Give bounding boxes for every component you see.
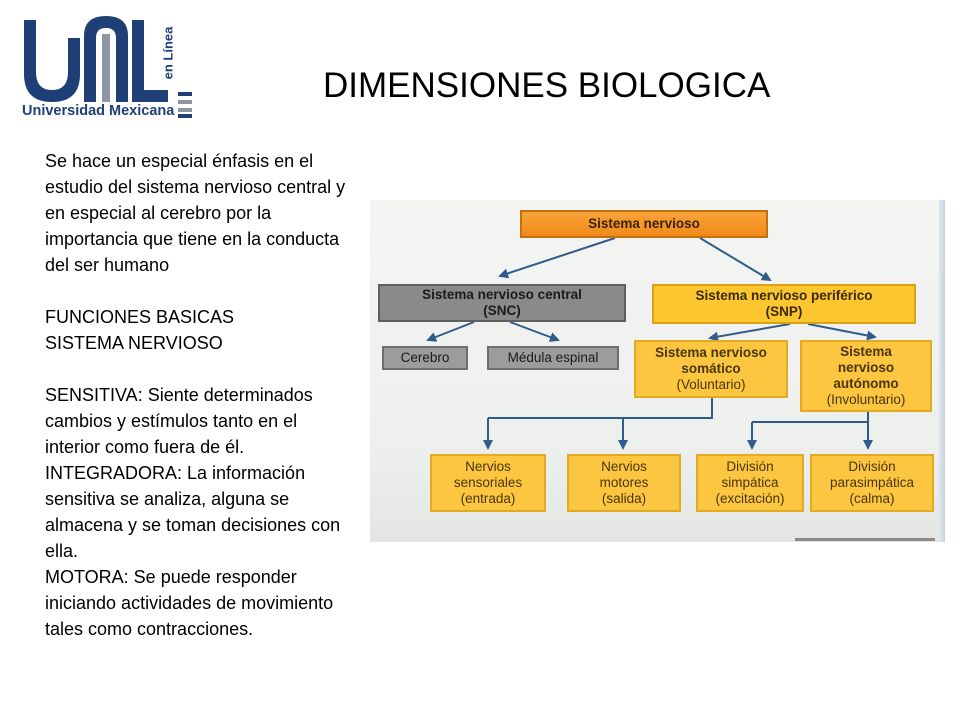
logo-bar-icon (178, 100, 192, 104)
node-simpatica-line3: (excitación) (715, 491, 785, 506)
node-snc-line2: (SNC) (483, 303, 521, 318)
node-snc-line1: Sistema nervioso central (422, 287, 582, 302)
node-motores-line2: motores (599, 475, 649, 490)
node-motores-line1: Nervios (601, 459, 647, 474)
node-parasimpatica-line3: (calma) (849, 491, 895, 506)
node-somatico: Sistema nervioso somático (Voluntario) (634, 340, 788, 398)
diagram-bottom-bar (795, 538, 935, 541)
nervous-system-diagram: Sistema nervioso Sistema nervioso centra… (370, 200, 945, 542)
node-snp: Sistema nervioso periférico (SNP) (652, 284, 916, 324)
node-snp-line1: Sistema nervioso periférico (695, 288, 873, 303)
node-sensoriales-line3: (entrada) (460, 491, 516, 506)
arrow-root-snc (498, 237, 616, 279)
node-autonomo: Sistema nervioso autónomo (Involuntario) (800, 340, 932, 412)
node-somatico-line3: (Voluntario) (676, 377, 746, 392)
body-text: Se hace un especial énfasis en el estudi… (45, 148, 347, 642)
diagram-edge-shadow (939, 200, 945, 542)
arrow-snp-autonomo (807, 323, 877, 341)
arrow-snp-somatico (708, 323, 791, 342)
functions-heading-line2: SISTEMA NERVIOSO (45, 333, 223, 353)
node-somatico-line2: somático (681, 361, 741, 376)
connector-autonomo (752, 412, 869, 423)
unl-logo-icon (24, 16, 168, 102)
node-cerebro-label: Cerebro (400, 350, 450, 365)
motora-paragraph: MOTORA: Se puede responder iniciando act… (45, 567, 334, 639)
node-snp-line2: (SNP) (765, 304, 803, 319)
node-division-parasimpatica: División parasimpática (calma) (810, 454, 934, 512)
node-autonomo-line2: nervioso (837, 360, 895, 375)
integradora-paragraph: INTEGRADORA: La información sensitiva se… (45, 463, 341, 561)
node-medula-espinal: Médula espinal (487, 346, 619, 370)
node-parasimpatica-line2: parasimpática (829, 475, 915, 490)
logo-wordmark: Universidad Mexicana (22, 103, 175, 119)
node-simpatica-line1: División (726, 459, 774, 474)
node-division-simpatica: División simpática (excitación) (696, 454, 804, 512)
node-parasimpatica-line1: División (848, 459, 896, 474)
node-sistema-nervioso: Sistema nervioso (520, 210, 768, 238)
logo-bar-icon (178, 92, 192, 96)
node-sensoriales-line1: Nervios (465, 459, 511, 474)
functions-heading-line1: FUNCIONES BASICAS (45, 307, 235, 327)
node-autonomo-line1: Sistema (840, 344, 892, 359)
node-sistema-nervioso-label: Sistema nervioso (588, 216, 700, 231)
node-snc: Sistema nervioso central (SNC) (378, 284, 626, 322)
diagram-connectors (426, 237, 877, 450)
arrow-snc-medula (509, 321, 560, 342)
node-autonomo-line4: (Involuntario) (826, 392, 906, 407)
connector-somatico (488, 398, 713, 419)
page-title: DIMENSIONES BIOLOGICA (323, 66, 771, 105)
node-motores-line3: (salida) (601, 491, 647, 506)
arrow-root-snp (699, 237, 772, 282)
arrow-snc-cerebro (426, 321, 475, 342)
node-somatico-line1: Sistema nervioso (655, 345, 767, 360)
logo-tagline: en Línea (160, 26, 176, 80)
node-simpatica-line2: simpática (721, 475, 779, 490)
node-nervios-sensoriales: Nervios sensoriales (entrada) (430, 454, 546, 512)
sensitiva-paragraph: SENSITIVA: Siente determinados cambios y… (45, 385, 313, 457)
logo-bar-icon (178, 108, 192, 112)
node-autonomo-line3: autónomo (833, 376, 899, 391)
node-cerebro: Cerebro (382, 346, 468, 370)
intro-paragraph: Se hace un especial énfasis en el estudi… (45, 151, 346, 275)
node-medula-label: Médula espinal (507, 350, 599, 365)
logo-bar-icon (178, 114, 192, 118)
node-nervios-motores: Nervios motores (salida) (567, 454, 681, 512)
node-sensoriales-line2: sensoriales (453, 475, 523, 490)
